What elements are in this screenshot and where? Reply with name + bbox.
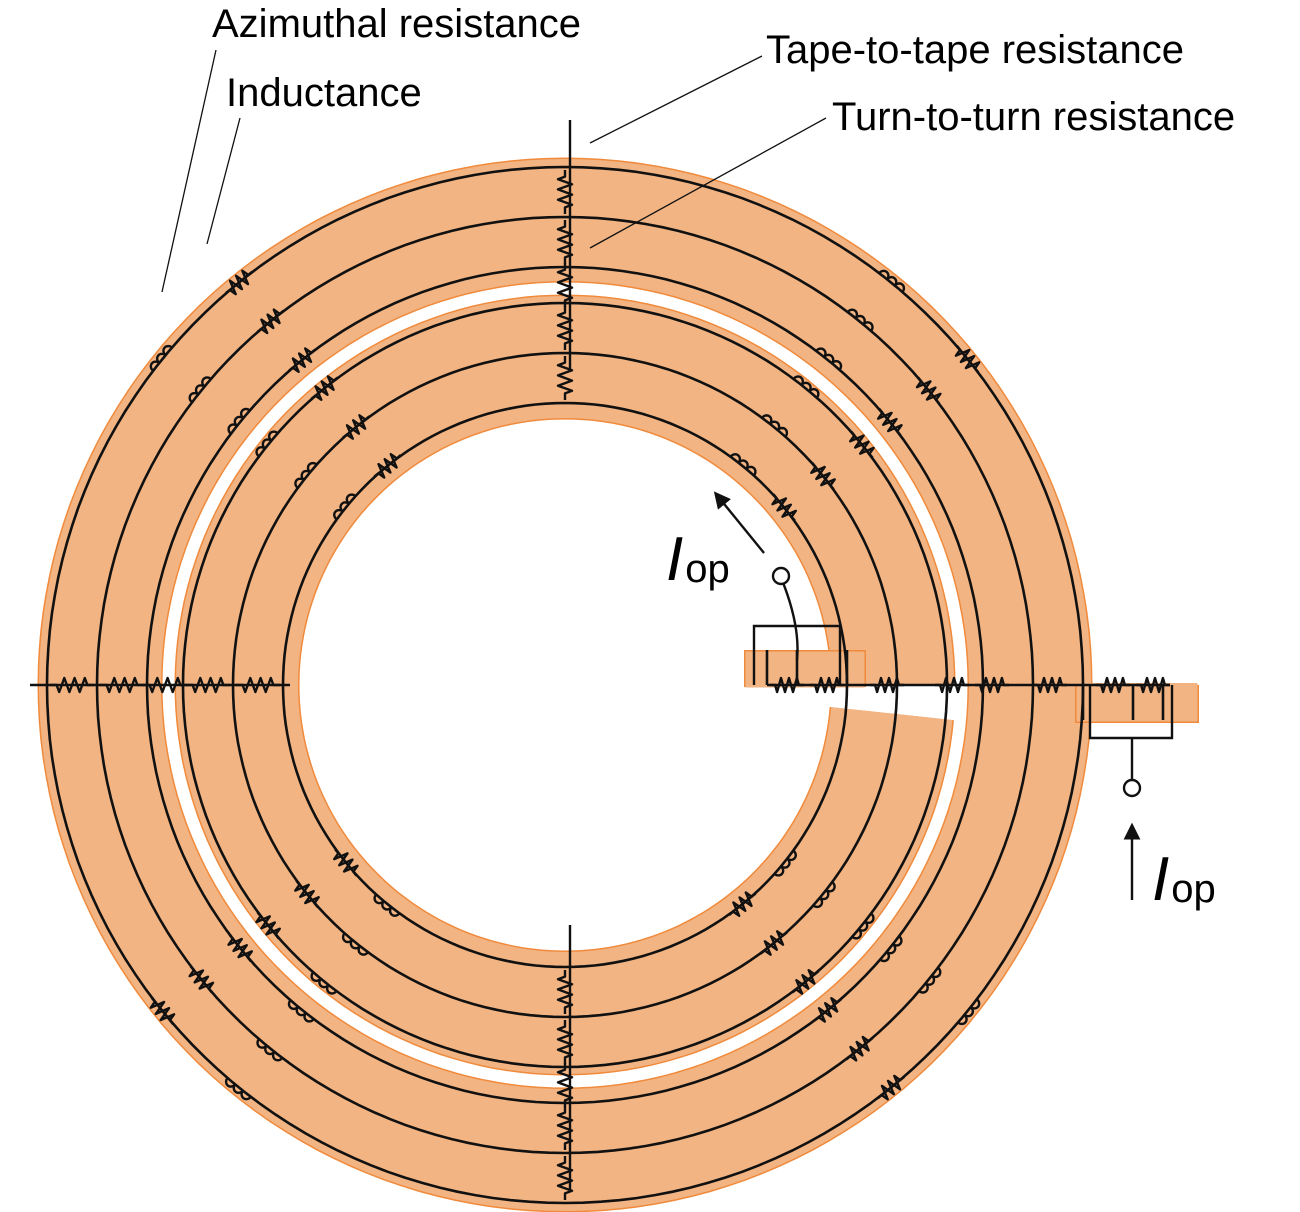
azimuthal-resistor-lower-right-6 <box>728 891 757 917</box>
inductor-upper-left-3 <box>227 407 251 435</box>
radial-resistor-top-3 <box>556 263 574 307</box>
azimuthal-resistor-lower-left-4 <box>255 911 281 940</box>
current-in-label: Iop <box>1152 845 1216 914</box>
tape-to-tape-resistance-label: Tape-to-tape resistance <box>766 28 1184 72</box>
inductor-lower-right-6 <box>774 849 798 877</box>
inner-terminal-lead <box>780 579 799 661</box>
terminals <box>752 566 1174 798</box>
inductor-lower-left-5 <box>341 932 369 956</box>
azimuthal-resistor-upper-left-6 <box>373 453 402 479</box>
azimuthal-resistor-lower-left-5 <box>294 879 320 908</box>
inner-turn-band <box>175 295 954 1075</box>
inductor-upper-right-6 <box>729 452 757 476</box>
inductor-upper-left-1 <box>149 344 173 372</box>
outer-band-tail <box>1076 683 1198 722</box>
azimuthal-resistor-lower-right-1 <box>877 1074 905 1101</box>
label-leaders <box>161 49 827 293</box>
radial-resistor-top-1 <box>556 170 574 214</box>
azimuthal-resistor-upper-right-6 <box>771 493 797 522</box>
azimuthal-resistor-lower-left-2 <box>188 965 215 994</box>
right-resistor-5 <box>975 676 1009 694</box>
azimuthal-resistor-lower-left-6 <box>333 848 359 877</box>
inductor-upper-left-2 <box>188 376 212 403</box>
azimuthal-resistor-lower-right-2 <box>845 1035 874 1062</box>
azimuthal-resistor-upper-left-3 <box>287 347 316 373</box>
azimuthal-resistance-leader <box>161 49 217 293</box>
inductor-upper-right-1 <box>878 269 906 293</box>
azimuthal-resistor-upper-left-1 <box>225 269 253 296</box>
inductor-upper-right-5 <box>761 414 789 438</box>
radial-resistor-bottom-4 <box>556 1020 574 1064</box>
turn-to-turn-resistance-label: Turn-to-turn resistance <box>832 95 1235 139</box>
azimuthal-resistor-upper-right-3 <box>877 407 903 436</box>
azimuthal-resistor-upper-right-1 <box>954 345 981 373</box>
inductor-lower-left-4 <box>310 971 338 995</box>
turn-to-turn-leader <box>589 117 827 249</box>
inductor-lower-left-6 <box>373 894 401 918</box>
inner-terminal-node <box>771 566 791 586</box>
azimuthal-resistor-lower-right-5 <box>759 930 788 956</box>
inductance-label: Inductance <box>226 71 422 115</box>
inductor-upper-right-4 <box>792 375 820 399</box>
radial-resistor-bottom-2 <box>556 1106 574 1150</box>
azimuthal-resistor-lower-left-1 <box>149 997 176 1025</box>
radial-resistor-top-4 <box>556 306 574 350</box>
azimuthal-resistor-upper-right-4 <box>849 430 875 459</box>
azimuthal-resistor-lower-right-4 <box>791 969 820 995</box>
tape-to-tape-leader <box>589 55 763 144</box>
azimuthal-resistance-label: Azimuthal resistance <box>212 2 581 46</box>
inductor-upper-left-5 <box>294 461 318 489</box>
azimuthal-resistor-upper-right-2 <box>915 376 942 405</box>
azimuthal-resistor-upper-left-2 <box>256 308 285 335</box>
right-resistor-2 <box>810 676 844 694</box>
azimuthal-resistor-upper-left-4 <box>310 375 339 401</box>
right-resistor-1 <box>770 676 804 694</box>
inductor-upper-left-4 <box>255 430 279 458</box>
azimuthal-resistor-lower-left-3 <box>227 934 253 963</box>
inductor-lower-right-4 <box>851 912 875 940</box>
inductor-lower-left-3 <box>287 999 315 1023</box>
azimuthal-resistor-lower-right-3 <box>814 997 843 1023</box>
inductance-leader <box>206 117 241 245</box>
radial-resistor-bottom-5 <box>556 970 574 1014</box>
inductor-lower-right-2 <box>918 967 942 994</box>
right-resistor-6 <box>1033 676 1067 694</box>
inductor-lower-right-3 <box>879 935 903 963</box>
current-out-label: Iop <box>666 525 730 594</box>
azimuthal-resistor-upper-left-5 <box>342 414 371 440</box>
circuit-components <box>30 120 1170 1200</box>
inductor-lower-right-5 <box>812 881 836 909</box>
radial-resistor-top-5 <box>556 356 574 400</box>
inductor-lower-right-1 <box>957 998 981 1026</box>
inner-terminal-bus <box>752 624 842 685</box>
right-resistor-4 <box>935 676 969 694</box>
radial-resistor-top-2 <box>556 220 574 264</box>
right-resistor-3 <box>870 676 904 694</box>
inductor-lower-left-2 <box>256 1038 283 1062</box>
right-resistor-7 <box>1096 676 1130 694</box>
current-out-arrow <box>713 491 765 554</box>
radial-resistor-bottom-1 <box>556 1156 574 1200</box>
outer-terminal-node <box>1122 778 1142 798</box>
inductor-upper-right-3 <box>815 347 843 371</box>
inductor-lower-left-1 <box>224 1077 252 1101</box>
azimuthal-resistor-upper-right-5 <box>810 462 836 491</box>
radial-resistor-bottom-3 <box>556 1063 574 1107</box>
inductor-upper-left-6 <box>332 493 356 521</box>
inductor-upper-right-2 <box>847 308 874 332</box>
right-resistor-8 <box>1136 676 1170 694</box>
